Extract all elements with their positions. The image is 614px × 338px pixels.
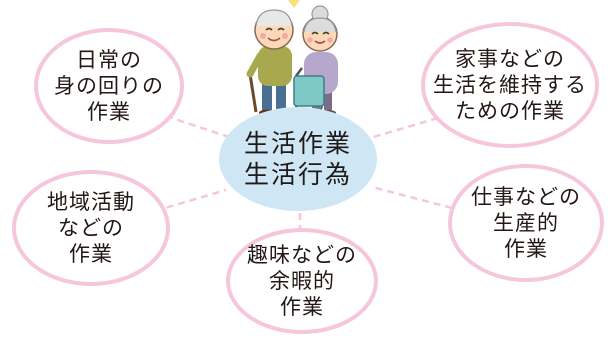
leisure-label: 趣味などの 余暇的 作業	[247, 243, 357, 319]
work-bubble: 仕事などの 生産的 作業	[448, 164, 604, 282]
community-label: 地域活動 などの 作業	[47, 190, 135, 266]
household-label: 家事などの 生活を維持する ための作業	[433, 47, 587, 123]
cane-icon	[248, 73, 258, 113]
center-bubble: 生活作業 生活行為	[219, 107, 377, 211]
self-care-label: 日常の 身の回りの 作業	[54, 48, 164, 124]
self-care-bubble: 日常の 身の回りの 作業	[34, 28, 184, 144]
community-bubble: 地域活動 などの 作業	[12, 170, 170, 286]
connector-work	[371, 185, 453, 210]
center-label: 生活作業 生活行為	[243, 129, 352, 189]
household-bubble: 家事などの 生活を維持する ための作業	[421, 22, 599, 148]
connector-community	[154, 188, 227, 213]
sparkle-icon	[288, 0, 300, 8]
work-label: 仕事などの 生産的 作業	[471, 185, 581, 261]
leisure-bubble: 趣味などの 余暇的 作業	[226, 228, 378, 334]
